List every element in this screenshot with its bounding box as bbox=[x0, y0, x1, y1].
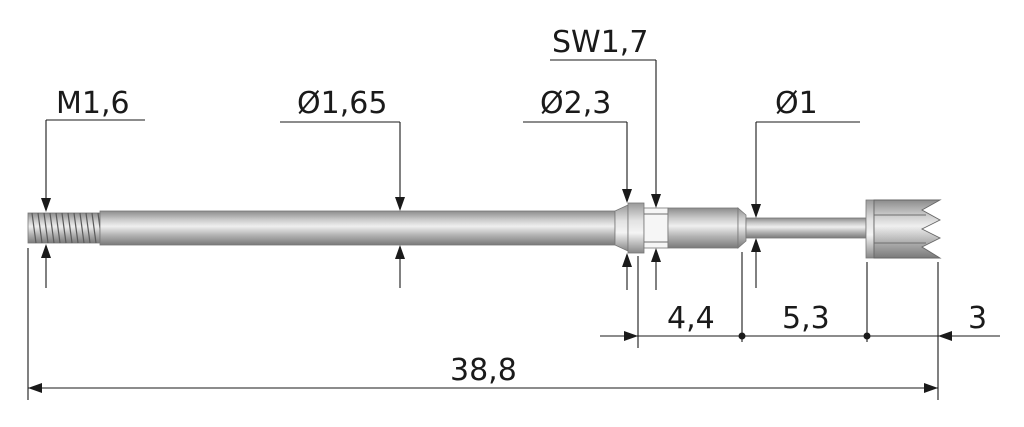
tip-diameter-label: Ø1 bbox=[775, 86, 818, 121]
thread-groove bbox=[31, 212, 37, 244]
length-a-label: 4,4 bbox=[667, 301, 715, 336]
total-length-label: 38,8 bbox=[450, 353, 517, 388]
plunger-section bbox=[745, 217, 867, 239]
length-dimensions: 4,4 5,3 3 38,8 bbox=[27, 248, 1000, 400]
thread-groove bbox=[85, 212, 91, 244]
wrench-size-dimension: SW1,7 bbox=[550, 25, 661, 290]
crown-tip bbox=[865, 199, 942, 259]
probe-part bbox=[27, 199, 942, 259]
thread-groove bbox=[61, 212, 67, 244]
collar-diameter-dimension: Ø2,3 bbox=[523, 86, 632, 290]
collar-diameter-label: Ø2,3 bbox=[540, 86, 611, 121]
length-b-label: 5,3 bbox=[782, 301, 830, 336]
neck-taper bbox=[737, 207, 747, 249]
collar-taper bbox=[614, 204, 629, 252]
shaft-diameter-dimension: Ø1,65 bbox=[280, 86, 405, 288]
body-section bbox=[667, 207, 739, 249]
shaft-diameter-label: Ø1,65 bbox=[297, 86, 387, 121]
shaft-section bbox=[99, 210, 616, 246]
thread-groove bbox=[55, 212, 61, 244]
thread-groove bbox=[43, 212, 49, 244]
thread-groove bbox=[73, 212, 79, 244]
collar-section bbox=[627, 202, 645, 254]
tip-diameter-dimension: Ø1 bbox=[751, 86, 860, 288]
length-c-label: 3 bbox=[968, 301, 987, 336]
thread-groove bbox=[91, 212, 97, 244]
thread-label: M1,6 bbox=[56, 86, 130, 121]
wrench-size-label: SW1,7 bbox=[552, 25, 648, 60]
thread-dimension: M1,6 bbox=[41, 86, 145, 288]
thread-groove bbox=[79, 212, 85, 244]
thread-groove bbox=[67, 212, 73, 244]
thread-groove bbox=[49, 212, 55, 244]
thread-groove bbox=[37, 212, 43, 244]
thread-section bbox=[27, 212, 103, 244]
